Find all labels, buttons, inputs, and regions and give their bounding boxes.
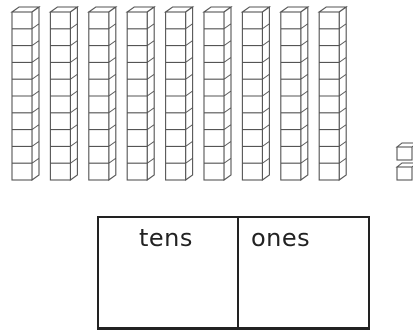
tens-rod bbox=[204, 7, 231, 180]
ones-column: ones bbox=[239, 218, 368, 327]
tens-rod bbox=[127, 7, 154, 180]
ones-header: ones bbox=[251, 224, 310, 252]
place-value-table: tens ones bbox=[97, 216, 370, 330]
tens-rod bbox=[319, 7, 346, 180]
tens-rod bbox=[242, 7, 269, 180]
tens-rod bbox=[12, 7, 39, 180]
tens-rod bbox=[50, 7, 77, 180]
tens-rod bbox=[89, 7, 116, 180]
tens-header: tens bbox=[139, 224, 193, 252]
tens-rod bbox=[166, 7, 193, 180]
tens-column: tens bbox=[99, 218, 239, 327]
ones-cube bbox=[397, 143, 413, 160]
ones-cube bbox=[397, 163, 413, 180]
tens-rod bbox=[281, 7, 308, 180]
